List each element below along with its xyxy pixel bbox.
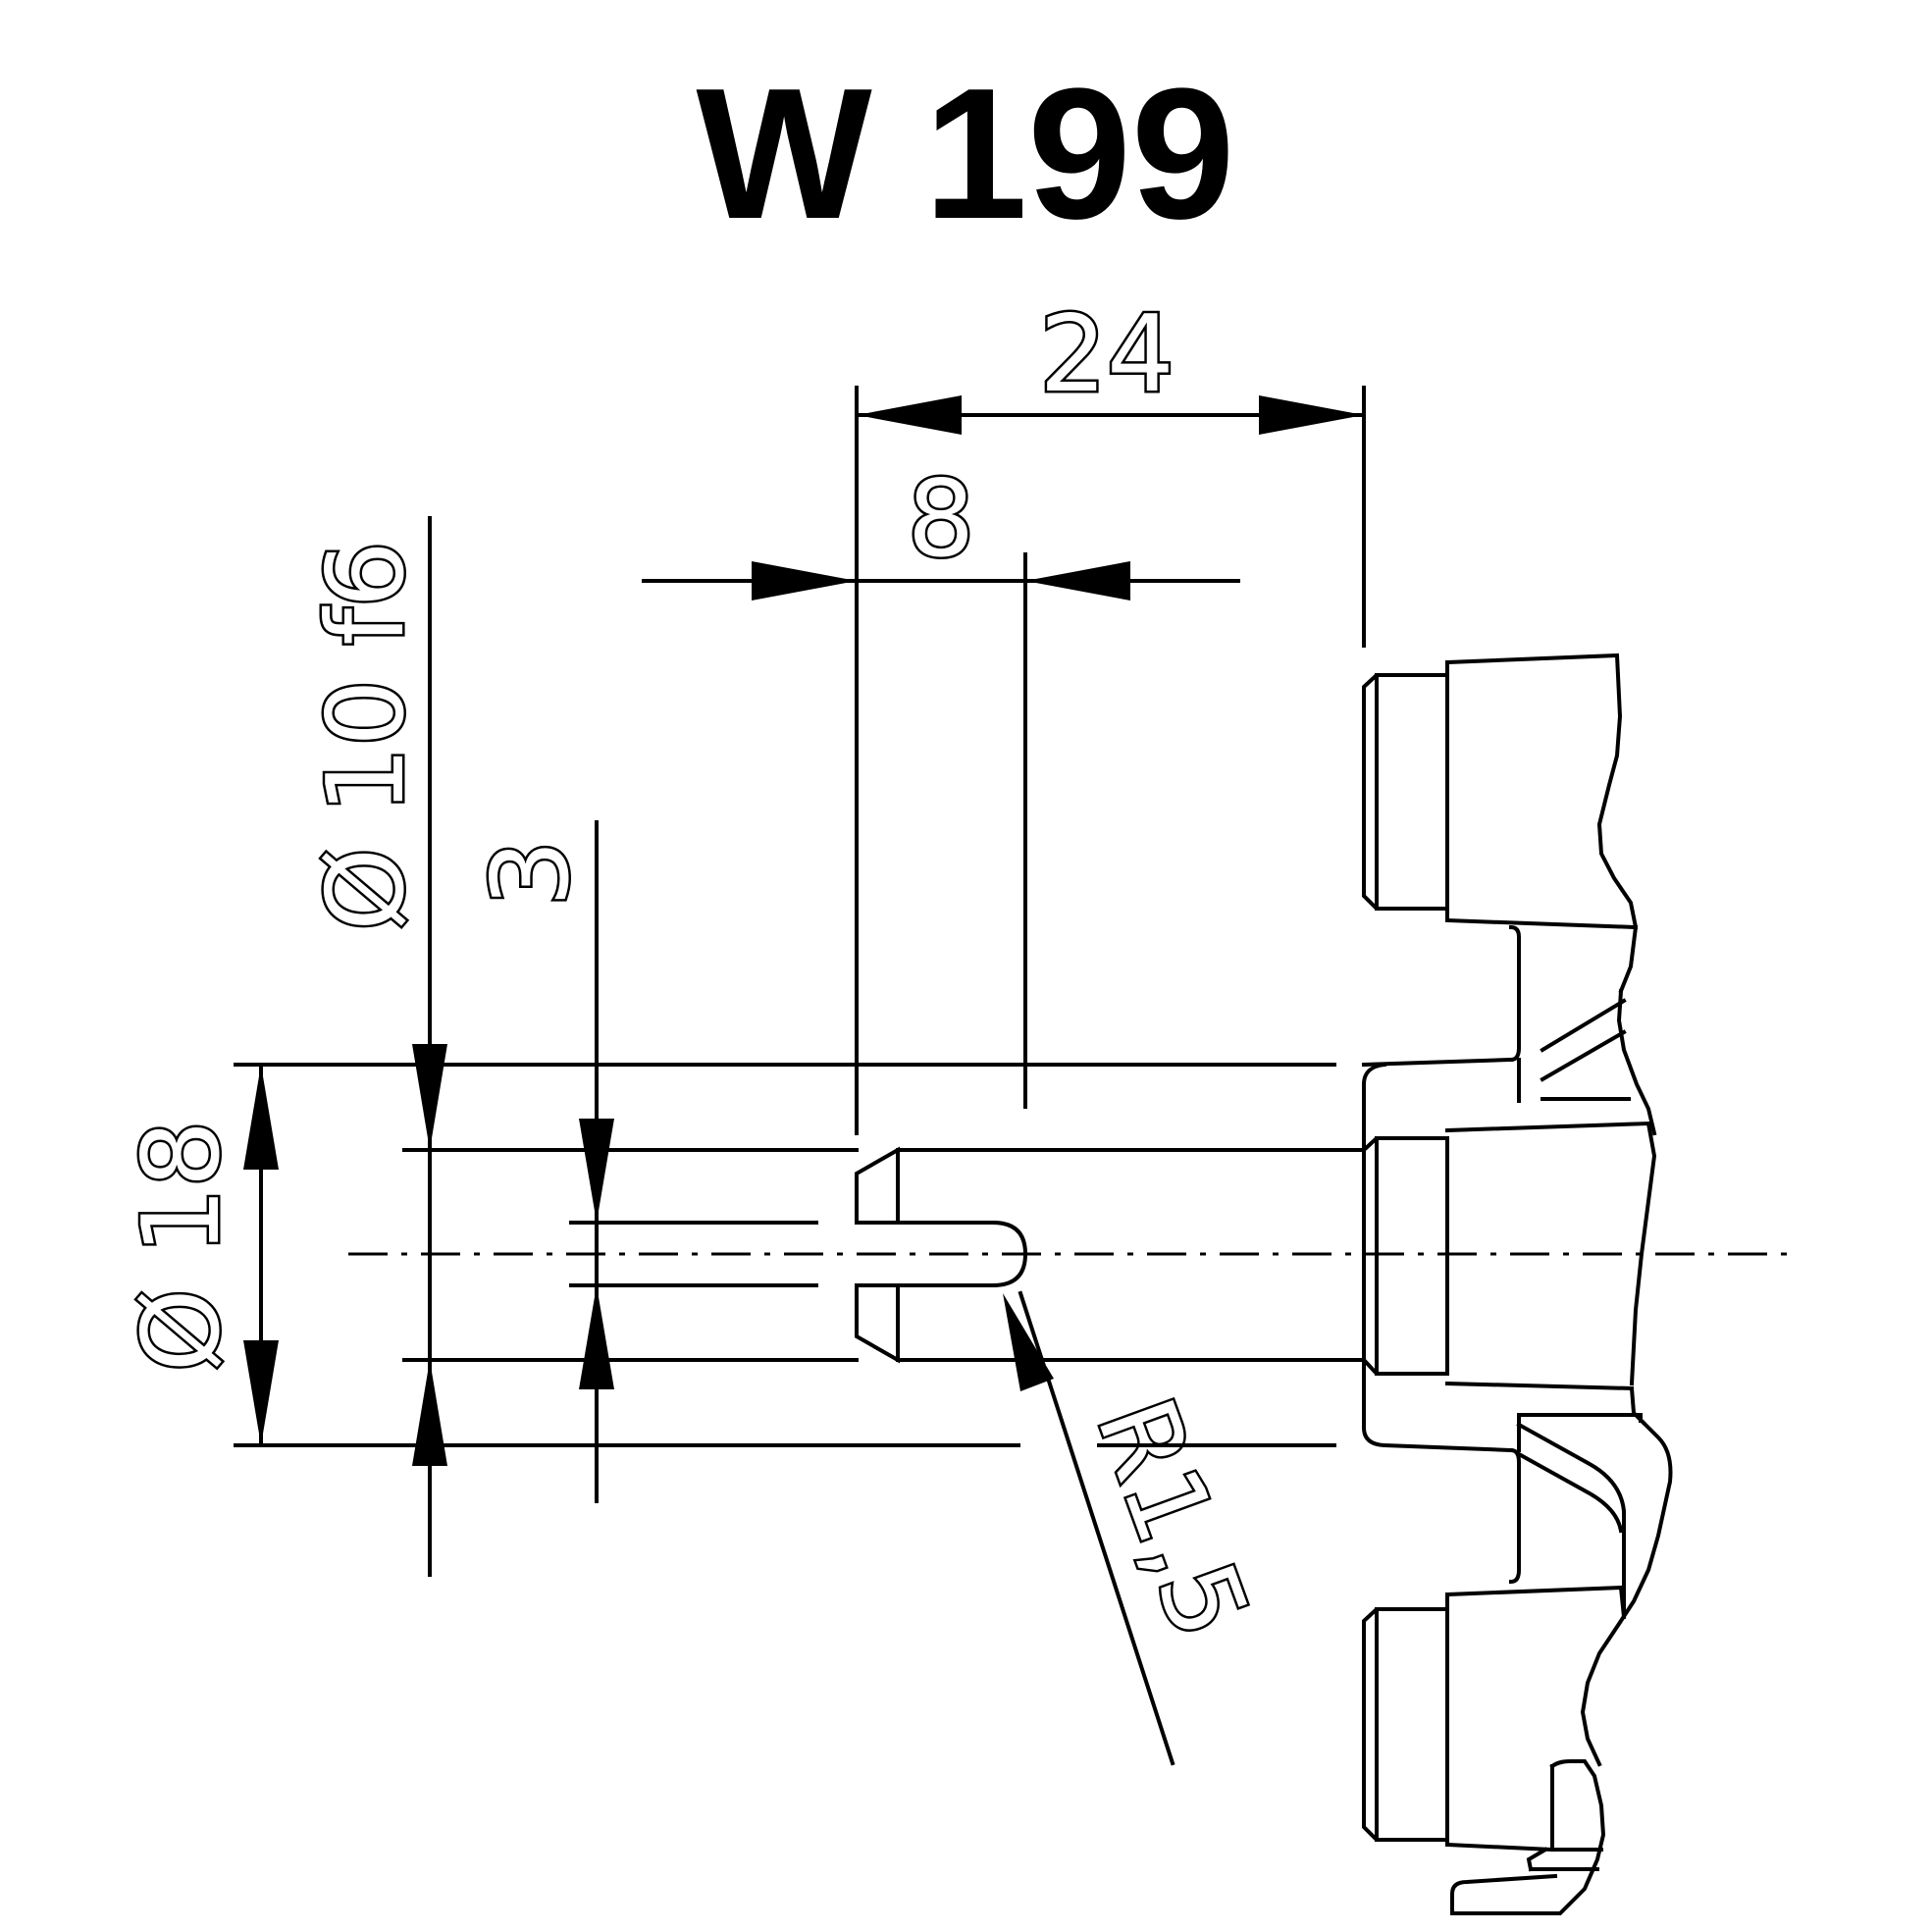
- dimension-8: 8: [642, 456, 1240, 1109]
- radius-label: R1,5: [1072, 1384, 1271, 1653]
- dim-24-label: 24: [1039, 293, 1174, 416]
- dimension-diameter-10: Ø 10 f6: [303, 516, 447, 1577]
- dim-diameter-10-label: Ø 10 f6: [305, 541, 428, 931]
- dimension-3: 3: [468, 820, 614, 1503]
- dim-diameter-18-label: Ø 18: [121, 1121, 243, 1373]
- dim-8-label: 8: [908, 458, 975, 581]
- shaft: [855, 1146, 1366, 1364]
- extension-lines: [234, 1063, 1336, 1447]
- dimension-24: 24: [855, 291, 1366, 1135]
- holder-body: [1361, 653, 1673, 1915]
- dimension-diameter-18: Ø 18: [119, 1063, 279, 1447]
- drawing-title: W 199: [696, 50, 1234, 258]
- dim-3-label: 3: [470, 840, 593, 908]
- radius-leader: R1,5: [1003, 1290, 1274, 1766]
